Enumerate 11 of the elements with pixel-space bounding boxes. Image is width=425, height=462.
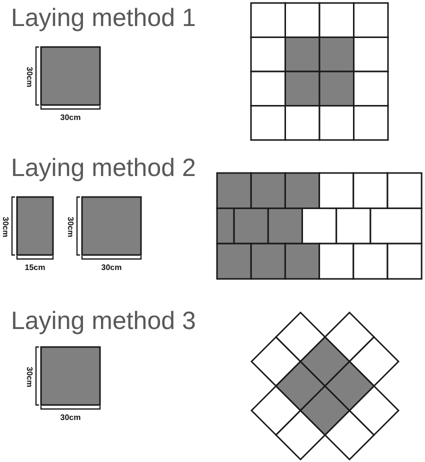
dimension-label: 15cm [24, 263, 46, 272]
dimension-label: 30cm [25, 66, 34, 88]
dimension-label: 30cm [66, 216, 75, 238]
dimension-label: 30cm [1, 216, 10, 238]
section-heading: Laying method 3 [11, 306, 196, 336]
dimension-label: 30cm [60, 413, 81, 422]
dimension-label: 30cm [101, 263, 122, 272]
dimension-label: 30cm [25, 366, 34, 388]
dimension-label: 30cm [60, 113, 81, 122]
section-heading: Laying method 1 [11, 3, 196, 33]
section-heading: Laying method 2 [11, 153, 196, 183]
